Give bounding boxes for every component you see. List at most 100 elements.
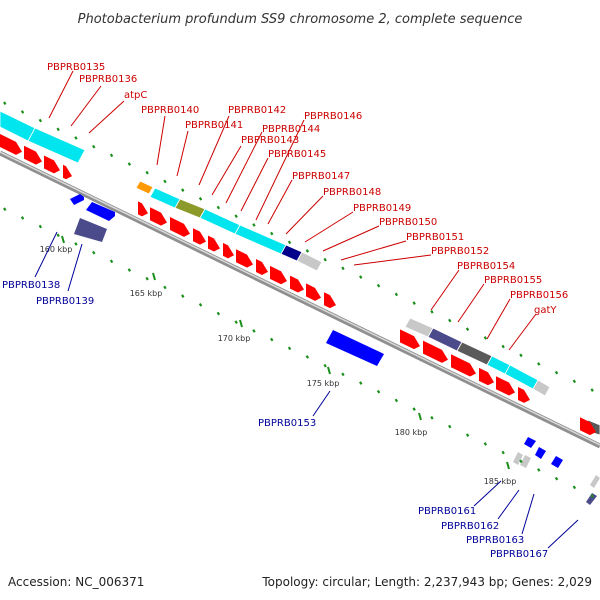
gene-arrow-forward	[223, 242, 234, 259]
track-dash	[341, 266, 345, 271]
forward-labels: PBPRB0135 PBPRB0136 atpC PBPRB0140 PBPRB…	[47, 62, 568, 351]
cog-segment	[0, 110, 36, 142]
gene-label: PBPRB0143	[241, 135, 299, 146]
gene-label: PBPRB0147	[292, 171, 350, 182]
scale-label: 175 kbp	[307, 379, 340, 388]
gene-arrow-reverse	[513, 452, 523, 465]
track-dash	[163, 285, 167, 290]
gene-arrow-reverse	[520, 455, 531, 468]
gene-label: PBPRB0150	[379, 217, 437, 228]
track-dash	[448, 318, 452, 323]
cog-segment	[27, 127, 86, 164]
track-dash	[572, 379, 577, 384]
track-dash	[145, 276, 149, 281]
gene-label: PBPRB0155	[484, 275, 542, 286]
track-dash	[234, 214, 238, 219]
cog-segment	[135, 180, 154, 195]
gene-arrow-forward	[170, 217, 190, 237]
track-dash	[483, 442, 488, 446]
track-dash	[501, 450, 505, 455]
cog-segment	[234, 224, 287, 255]
gene-arrow-reverse	[524, 437, 536, 448]
gene-label: PBPRB0153	[258, 418, 316, 429]
gene-arrow-forward	[270, 265, 287, 285]
track-dash	[465, 327, 470, 332]
track-dash	[127, 162, 132, 166]
track-dash	[145, 170, 149, 175]
track-dash	[216, 205, 221, 210]
gene-arrow-forward	[400, 329, 420, 350]
gene-arrow-forward	[451, 354, 476, 377]
track-dash	[270, 337, 274, 342]
gene-arrow-forward	[496, 376, 515, 396]
gene-label: PBPRB0144	[262, 124, 320, 135]
gene-label: PBPRB0149	[353, 203, 411, 214]
scale-tick-5: 180 kbp	[395, 412, 427, 437]
track-dash	[127, 268, 132, 272]
gene-label: atpC	[124, 90, 147, 101]
gene-arrow-forward	[208, 235, 220, 252]
cog-segment	[532, 379, 551, 397]
track-dash	[537, 468, 541, 472]
gene-arrow-forward	[0, 134, 22, 155]
gene-label: gatY	[534, 305, 557, 316]
track-dash	[252, 329, 256, 333]
track-dash	[305, 249, 310, 253]
track-dash	[109, 153, 114, 158]
track-dash	[56, 233, 60, 238]
track-dash	[92, 250, 96, 255]
track-dash	[554, 370, 559, 375]
track-dash	[38, 224, 43, 229]
cog-segment	[174, 198, 206, 219]
track-dash	[20, 216, 25, 220]
reverse-gene-track	[70, 194, 600, 505]
track-dash	[537, 362, 541, 366]
gene-arrow-reverse	[86, 202, 115, 221]
gene-arrow-forward	[290, 275, 304, 293]
track-dash	[430, 310, 434, 314]
track-dash	[448, 424, 452, 429]
track-dash	[519, 353, 523, 358]
gene-label: PBPRB0167	[490, 549, 548, 560]
track-dash	[163, 179, 167, 184]
track-dash	[483, 336, 488, 340]
track-dash	[341, 372, 345, 377]
track-dash	[359, 275, 363, 279]
gene-arrow-forward	[44, 155, 60, 174]
track-dash	[181, 294, 185, 298]
gene-label: PBPRB0148	[323, 187, 381, 198]
gene-arrow-forward	[63, 164, 72, 180]
outer-dash-track	[3, 101, 594, 392]
gene-label: PBPRB0162	[441, 521, 499, 532]
track-dash	[376, 283, 381, 288]
reverse-labels: PBPRB0138 PBPRB0139 PBPRB0153 PBPRB0161 …	[2, 231, 579, 560]
track-dash	[20, 110, 25, 114]
gene-label: PBPRB0146	[304, 111, 362, 122]
track-dash	[501, 344, 505, 349]
gene-arrow-forward	[306, 283, 321, 301]
track-dash	[394, 292, 399, 297]
track-dash	[412, 301, 416, 305]
scale-tick-4: 175 kbp	[307, 366, 340, 388]
scale-label: 160 kbp	[40, 245, 73, 254]
track-dash	[394, 398, 399, 403]
track-dash	[287, 240, 292, 245]
backbone	[0, 150, 600, 449]
track-dash	[572, 485, 577, 490]
track-dash	[3, 101, 7, 106]
accession-text: Accession: NC_006371	[8, 575, 144, 589]
track-dash	[74, 242, 78, 246]
track-dash	[412, 407, 416, 411]
track-dash	[359, 381, 363, 385]
track-dash	[109, 259, 114, 264]
gene-label: PBPRB0136	[79, 74, 137, 85]
gene-label: PBPRB0161	[418, 506, 476, 517]
gene-arrow-forward	[479, 367, 494, 386]
scale-tick-3: 170 kbp	[218, 319, 251, 343]
gene-arrow-reverse	[586, 493, 597, 505]
scale-label: 170 kbp	[218, 334, 251, 343]
gene-arrow-reverse	[590, 475, 600, 488]
track-dash	[323, 257, 327, 262]
forward-gene-track	[0, 134, 596, 436]
